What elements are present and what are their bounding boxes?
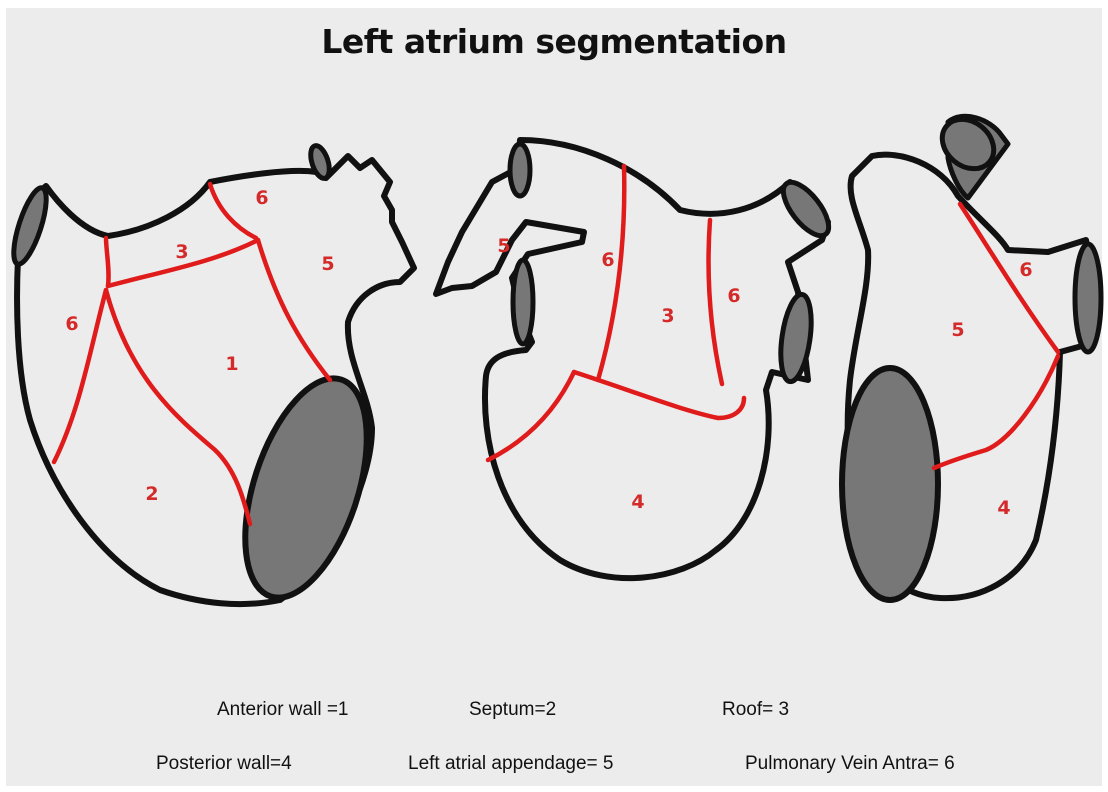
segment-line	[106, 238, 109, 286]
middle-view-vein-left	[513, 260, 533, 344]
legend-septum: Septum=2	[469, 699, 556, 721]
view-middle: 5 6 3 6 4	[436, 140, 837, 578]
left-view-vein-left	[7, 185, 53, 268]
right-view-mitral-valve	[842, 368, 938, 600]
segment-number: 6	[727, 285, 740, 307]
segment-number: 2	[145, 483, 158, 505]
legend-pulmonary-vein-antra: Pulmonary Vein Antra= 6	[745, 753, 955, 775]
segment-line	[598, 166, 624, 380]
middle-view-vein-top-left	[510, 144, 530, 196]
legend-left-atrial-appendage: Left atrial appendage= 5	[408, 753, 613, 775]
segment-line	[960, 204, 1058, 352]
legend-roof: Roof= 3	[722, 699, 789, 721]
view-right: 6 5 4	[842, 109, 1101, 600]
right-view-vein-right	[1075, 244, 1101, 352]
segment-number: 6	[1019, 259, 1032, 281]
segment-number: 6	[255, 187, 268, 209]
middle-view-vein-top-right	[775, 175, 836, 243]
segment-line	[574, 372, 744, 418]
segment-number: 5	[497, 235, 510, 257]
segment-number: 3	[175, 241, 188, 263]
segment-line	[210, 184, 256, 238]
segment-number: 4	[631, 491, 644, 513]
segment-line	[106, 290, 250, 524]
legend-posterior-wall: Posterior wall=4	[156, 753, 292, 775]
segment-line	[488, 372, 574, 460]
segment-number: 3	[661, 305, 674, 327]
left-view-outline	[17, 156, 414, 604]
segment-number: 5	[951, 319, 964, 341]
segment-number: 5	[321, 253, 334, 275]
segment-number: 4	[997, 497, 1010, 519]
segment-number: 6	[65, 313, 78, 335]
segment-line	[258, 240, 330, 380]
view-left: 6 3 5 6 1 2	[7, 143, 414, 612]
segment-line	[709, 220, 723, 384]
legend-anterior-wall: Anterior wall =1	[217, 699, 348, 721]
segment-line	[934, 356, 1058, 468]
left-view-vein-top	[307, 143, 333, 180]
segment-number: 6	[601, 249, 614, 271]
segment-number: 1	[225, 353, 238, 375]
middle-view-vein-right	[776, 292, 816, 383]
segment-line	[54, 290, 106, 462]
